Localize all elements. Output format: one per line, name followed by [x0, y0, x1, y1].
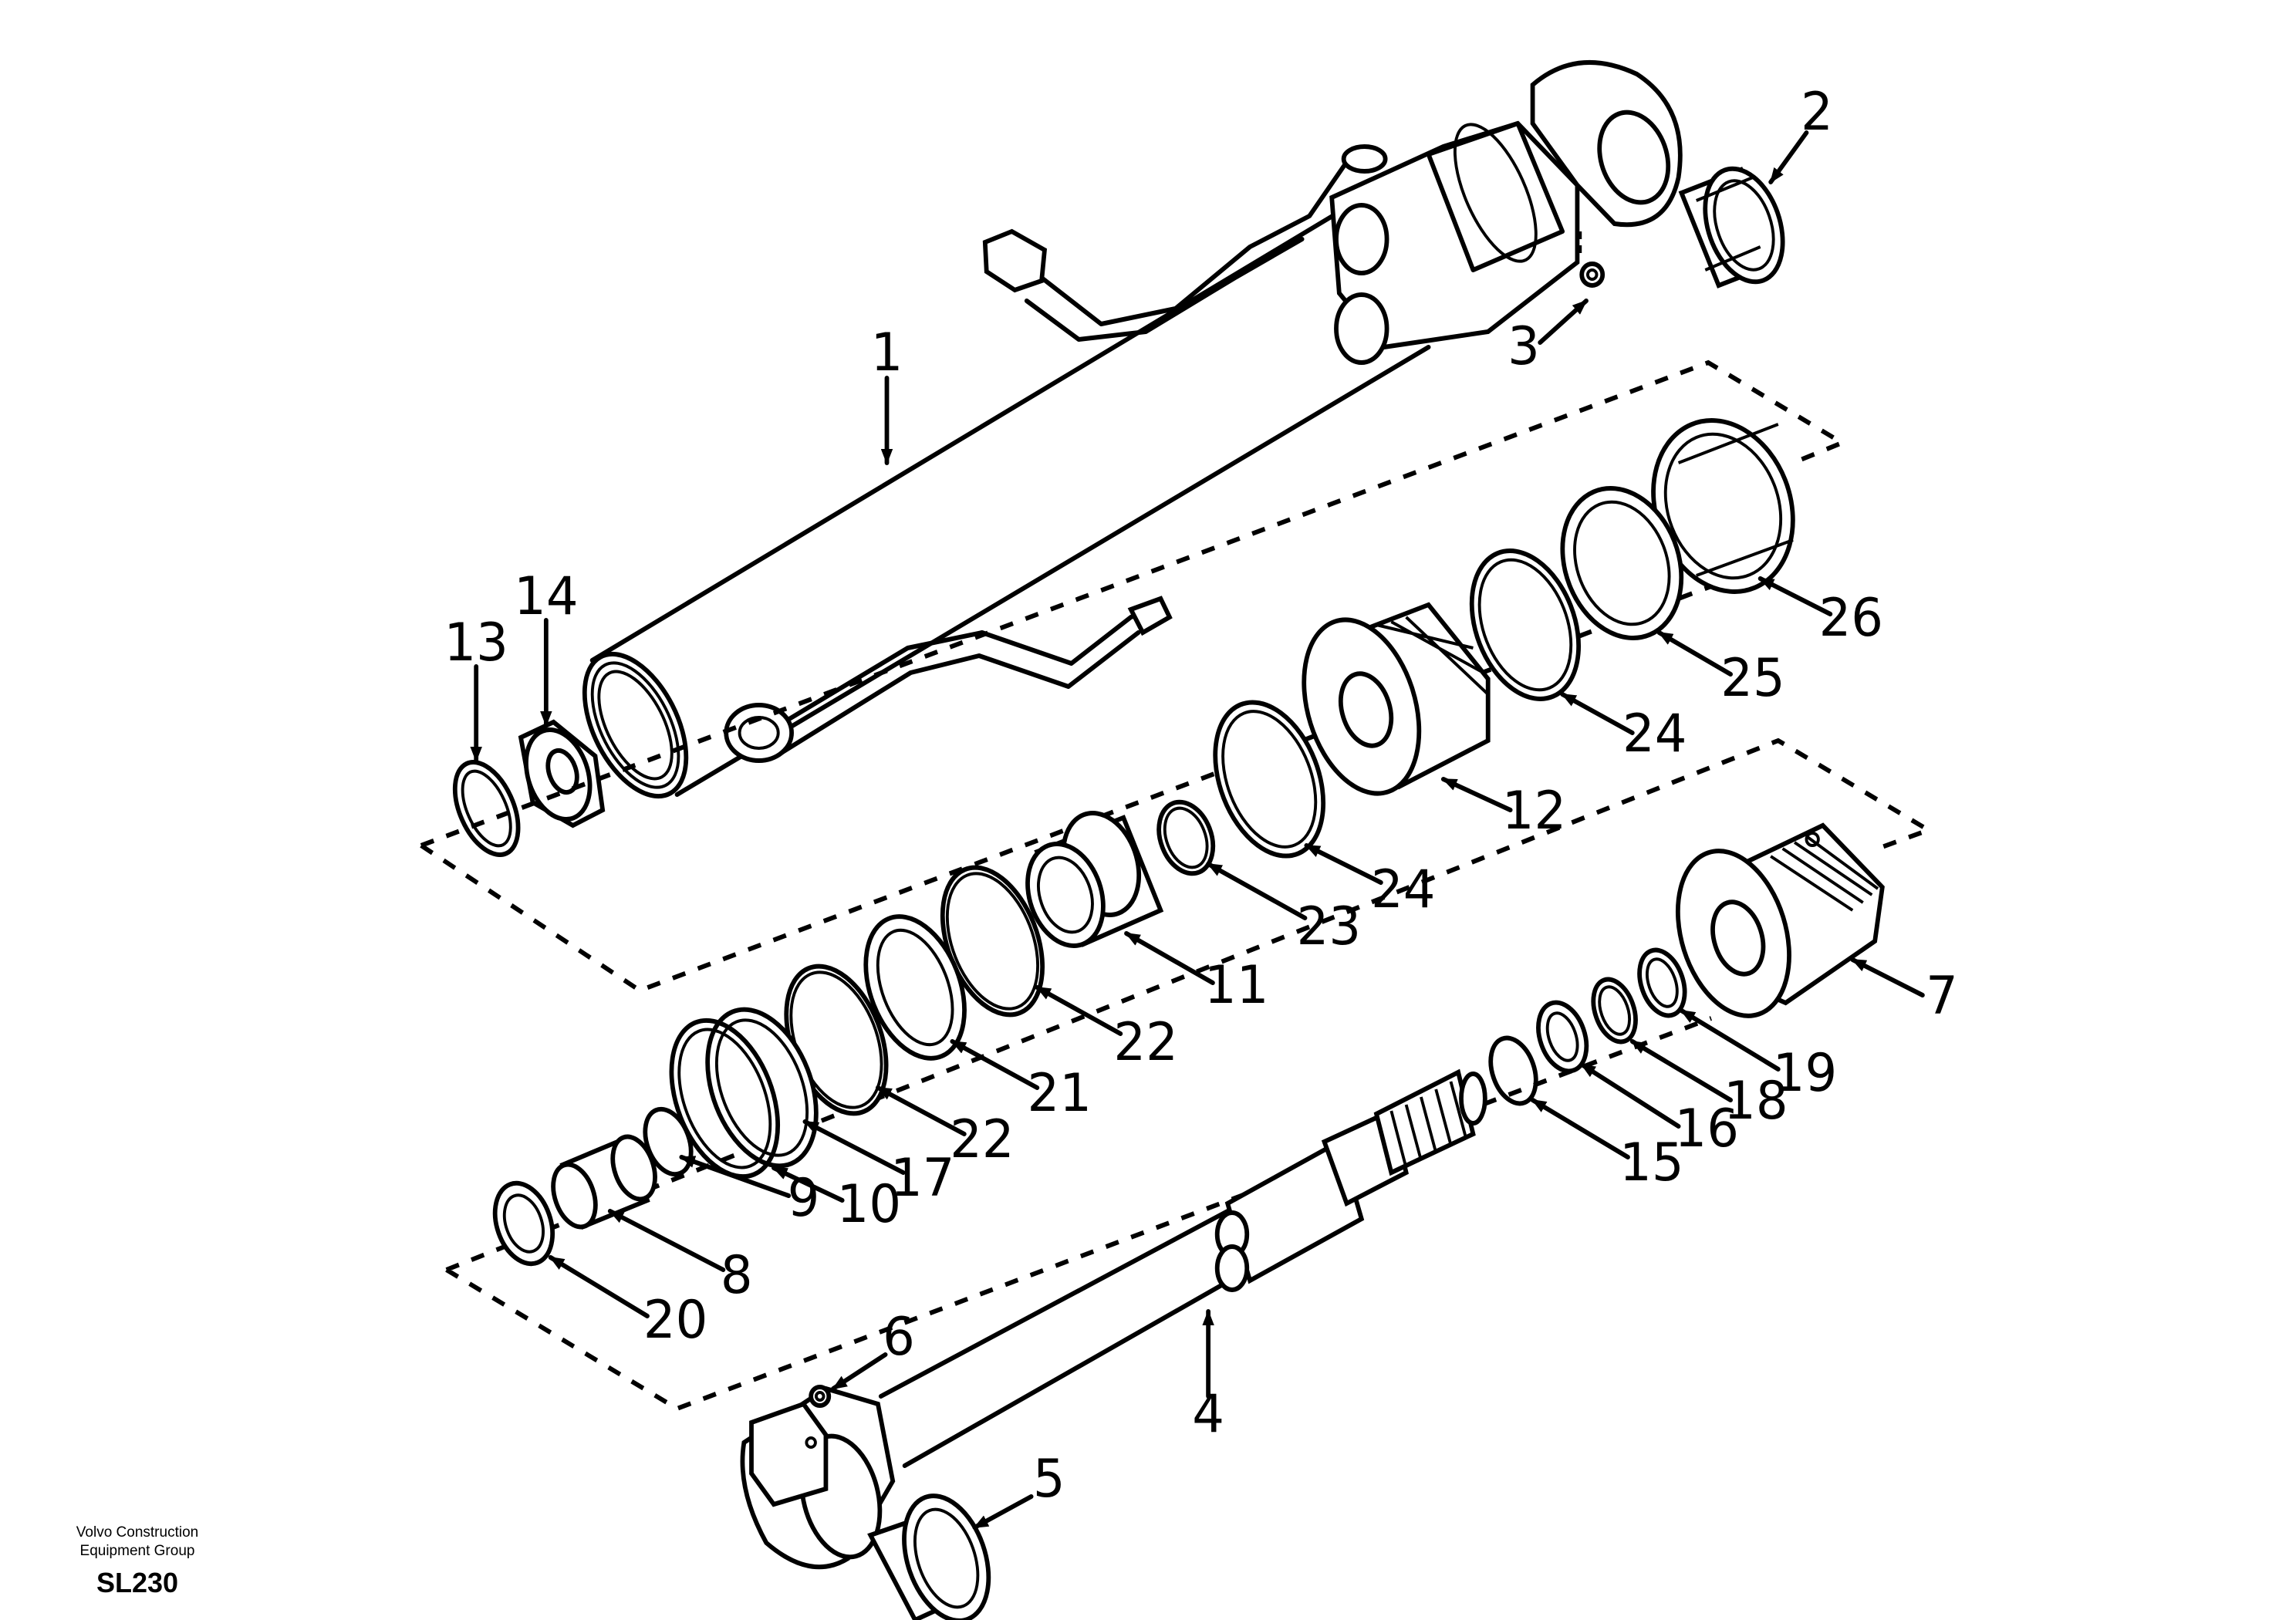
callout-6: 6 [883, 1306, 915, 1367]
ring-21-part [863, 914, 967, 1061]
leader-7 [1850, 957, 1925, 997]
callout-20: 20 [643, 1289, 707, 1350]
snap-ring-15-part [1488, 1035, 1538, 1106]
callout-15: 15 [1619, 1132, 1683, 1193]
leader-16 [1579, 1062, 1681, 1129]
leader-3 [1538, 299, 1589, 345]
bushing-top-part [1678, 166, 1785, 289]
leader-12 [1440, 777, 1513, 812]
callout-22b: 22 [950, 1109, 1014, 1169]
callout-numbers: 1 2 3 4 5 6 7 8 9 10 11 12 13 14 15 16 1… [444, 81, 1957, 1509]
grease-nipple-bottom-part [809, 1385, 832, 1408]
leader-9 [679, 1155, 792, 1198]
callout-14: 14 [514, 565, 578, 626]
ring-18-part [1591, 977, 1638, 1045]
bushing-8-part [551, 1134, 657, 1230]
cylinder-head-part [1675, 822, 1885, 1018]
callout-18: 18 [1724, 1070, 1788, 1131]
callout-24a: 24 [1371, 859, 1435, 920]
leader-10 [772, 1166, 845, 1203]
lock-nut-part [518, 719, 606, 829]
snap-ring-part [452, 760, 521, 857]
leader-20 [548, 1255, 650, 1318]
callout-16: 16 [1675, 1098, 1739, 1159]
leader-25 [1656, 630, 1733, 677]
callout-23: 23 [1297, 896, 1361, 957]
callout-13: 13 [444, 612, 508, 673]
callout-4: 4 [1192, 1383, 1224, 1444]
callout-26: 26 [1819, 587, 1883, 648]
spacer-part [1025, 811, 1164, 948]
company-name-line2: Equipment Group [79, 1543, 195, 1559]
ring-25-part [1560, 486, 1684, 640]
callout-21: 21 [1028, 1062, 1092, 1123]
ring-16-part [1536, 1000, 1589, 1074]
ring-17-part [705, 1007, 819, 1169]
cylinder-tube-part [582, 60, 1683, 799]
footer-block: Volvo Construction Equipment Group SL230 [45, 1524, 230, 1599]
callout-7: 7 [1926, 965, 1958, 1026]
callout-3: 3 [1508, 316, 1540, 376]
ring-19-part [1637, 947, 1687, 1018]
callout-11: 11 [1204, 954, 1268, 1015]
leader-lines [470, 130, 1925, 1530]
callout-10: 10 [837, 1173, 901, 1234]
ring-22-upper-part [940, 865, 1045, 1018]
leader-8 [607, 1209, 726, 1272]
ring-24-lower-part [1213, 700, 1326, 859]
callout-8: 8 [721, 1244, 753, 1305]
grease-nipple-top-part [1579, 262, 1606, 288]
callout-17: 17 [890, 1147, 954, 1208]
leader-24b [1560, 692, 1635, 735]
piston-rod-part [740, 1068, 1487, 1570]
leader-5 [972, 1494, 1034, 1530]
retaining-ring-10-part [669, 1018, 781, 1180]
ring-20-part [492, 1180, 555, 1267]
callout-2: 2 [1801, 81, 1833, 142]
leader-15 [1530, 1098, 1630, 1159]
leader-23 [1206, 862, 1308, 920]
bushing-bottom-part [867, 1493, 991, 1620]
o-ring-23-part [1156, 799, 1216, 876]
leader-17 [802, 1119, 906, 1175]
leader-6 [831, 1352, 888, 1391]
ring-24-upper-part [1469, 548, 1582, 701]
callout-12: 12 [1502, 780, 1566, 841]
leader-22a [1035, 985, 1123, 1036]
leader-11 [1124, 931, 1215, 985]
leader-21 [950, 1039, 1040, 1090]
company-name-line1: Volvo Construction [76, 1524, 199, 1541]
callout-9: 9 [788, 1167, 820, 1228]
leader-24a [1304, 843, 1383, 885]
piston-part [1302, 602, 1491, 796]
callout-24b: 24 [1622, 703, 1687, 764]
callout-5: 5 [1033, 1448, 1065, 1509]
callout-22a: 22 [1113, 1011, 1177, 1072]
callout-25: 25 [1720, 647, 1784, 708]
leader-22b [876, 1085, 967, 1136]
callout-1: 1 [871, 322, 903, 383]
callout-19: 19 [1773, 1042, 1837, 1103]
leader-26 [1757, 576, 1833, 616]
leader-2 [1768, 130, 1809, 184]
leader-18 [1629, 1039, 1733, 1102]
illustration-code: SL230 [96, 1567, 179, 1598]
leader-19 [1679, 1008, 1781, 1072]
